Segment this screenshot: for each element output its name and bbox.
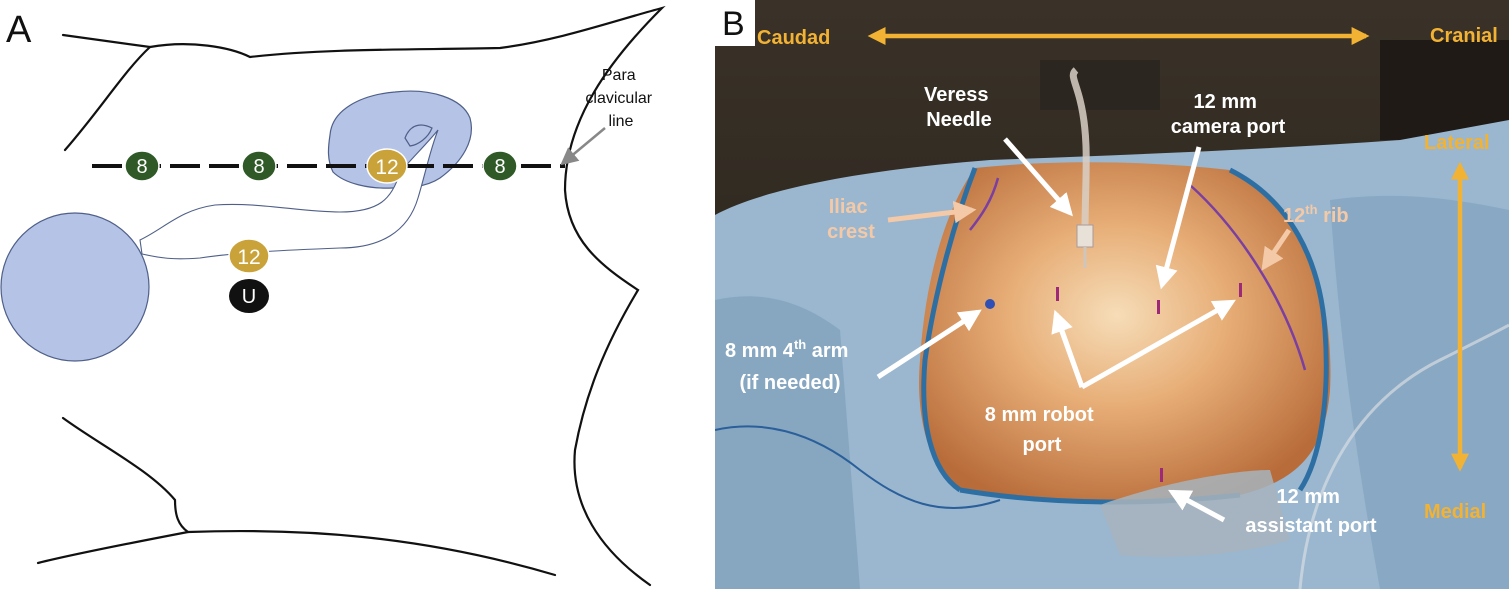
- robot-port-label: 8: [136, 156, 147, 178]
- kidney-shape: [327, 90, 472, 189]
- bottom-towel: [1100, 470, 1290, 557]
- veress-tubing: [1069, 67, 1090, 233]
- body-outline: [36, 5, 666, 587]
- para-clavicular-label: Para clavicular line: [585, 67, 656, 130]
- fourth-arm-arrow: [876, 309, 982, 380]
- fourth-arm-label: 8 mm 4th arm: [725, 337, 848, 362]
- panel-b-letter: B: [722, 5, 745, 43]
- fourth-arm-port-dot: [985, 299, 995, 309]
- assistant-port-label: 12: [237, 246, 260, 269]
- lateral-label: Lateral: [1424, 132, 1490, 154]
- robot-port-label: 8: [494, 156, 505, 178]
- port-mark: [1160, 468, 1163, 482]
- iliac-crest-arrow: [887, 200, 977, 224]
- veress-arrow: [1003, 137, 1073, 217]
- camera-port-badge: [366, 148, 408, 184]
- robot-port-label: 8 mm robot port: [985, 404, 1099, 456]
- or-equipment: [1380, 40, 1509, 140]
- drape-edge: [1228, 167, 1329, 492]
- patient-flank-skin: [919, 162, 1331, 502]
- fourth-arm-note: (if needed): [739, 372, 840, 394]
- port-badges: 8 8 12 8 12 U: [124, 148, 518, 313]
- panel-b-letter-box: [715, 0, 755, 46]
- or-equipment: [1040, 60, 1160, 110]
- bladder-shape: [0, 212, 150, 362]
- iliac-crest-marking: [969, 177, 1000, 231]
- camera-port-arrow: [1155, 146, 1202, 290]
- medial-label: Medial: [1424, 501, 1486, 523]
- para-clavicular-pointer: [560, 127, 606, 166]
- robot-port-badge: [482, 150, 518, 182]
- rib-label: 12th rib: [1283, 202, 1349, 227]
- port-mark: [1239, 283, 1242, 297]
- surgical-drape-shade: [715, 296, 860, 589]
- assistant-port-arrow: [1168, 489, 1226, 523]
- umbilicus-label: U: [242, 286, 256, 308]
- port-mark: [1056, 287, 1059, 301]
- panel-a: A Para clavicular line 8 8: [0, 5, 666, 587]
- panel-a-letter: A: [6, 9, 32, 51]
- assistant-port-badge: [228, 238, 270, 274]
- rib-arrow: [1261, 228, 1292, 271]
- umbilicus-badge: [229, 279, 269, 313]
- robot-port-badge: [241, 150, 277, 182]
- iliac-crest-label: Iliac crest: [827, 196, 875, 243]
- cranial-label: Cranial: [1430, 25, 1498, 47]
- port-mark: [1157, 300, 1160, 314]
- camera-port-label: 12: [375, 156, 398, 179]
- robot-port-arrow: [1080, 299, 1236, 390]
- rib-marking: [1189, 184, 1307, 371]
- ureter-shape: [139, 129, 439, 260]
- robot-port-badge: [124, 150, 160, 182]
- cable: [1298, 323, 1509, 589]
- assistant-port-label: 12 mm assistant port: [1245, 486, 1376, 537]
- robot-port-label: 8: [253, 156, 264, 178]
- camera-port-label: 12 mm camera port: [1171, 91, 1286, 138]
- robot-port-arrow: [1051, 309, 1085, 388]
- cable: [715, 425, 1001, 509]
- caudad-label: Caudad: [757, 27, 830, 49]
- veress-needle-hub: [1076, 224, 1094, 248]
- panel-b: B Caudad Cranial Lateral Medial Veress N…: [715, 0, 1509, 589]
- veress-needle-label: Veress Needle: [924, 84, 994, 131]
- organs: [0, 90, 472, 362]
